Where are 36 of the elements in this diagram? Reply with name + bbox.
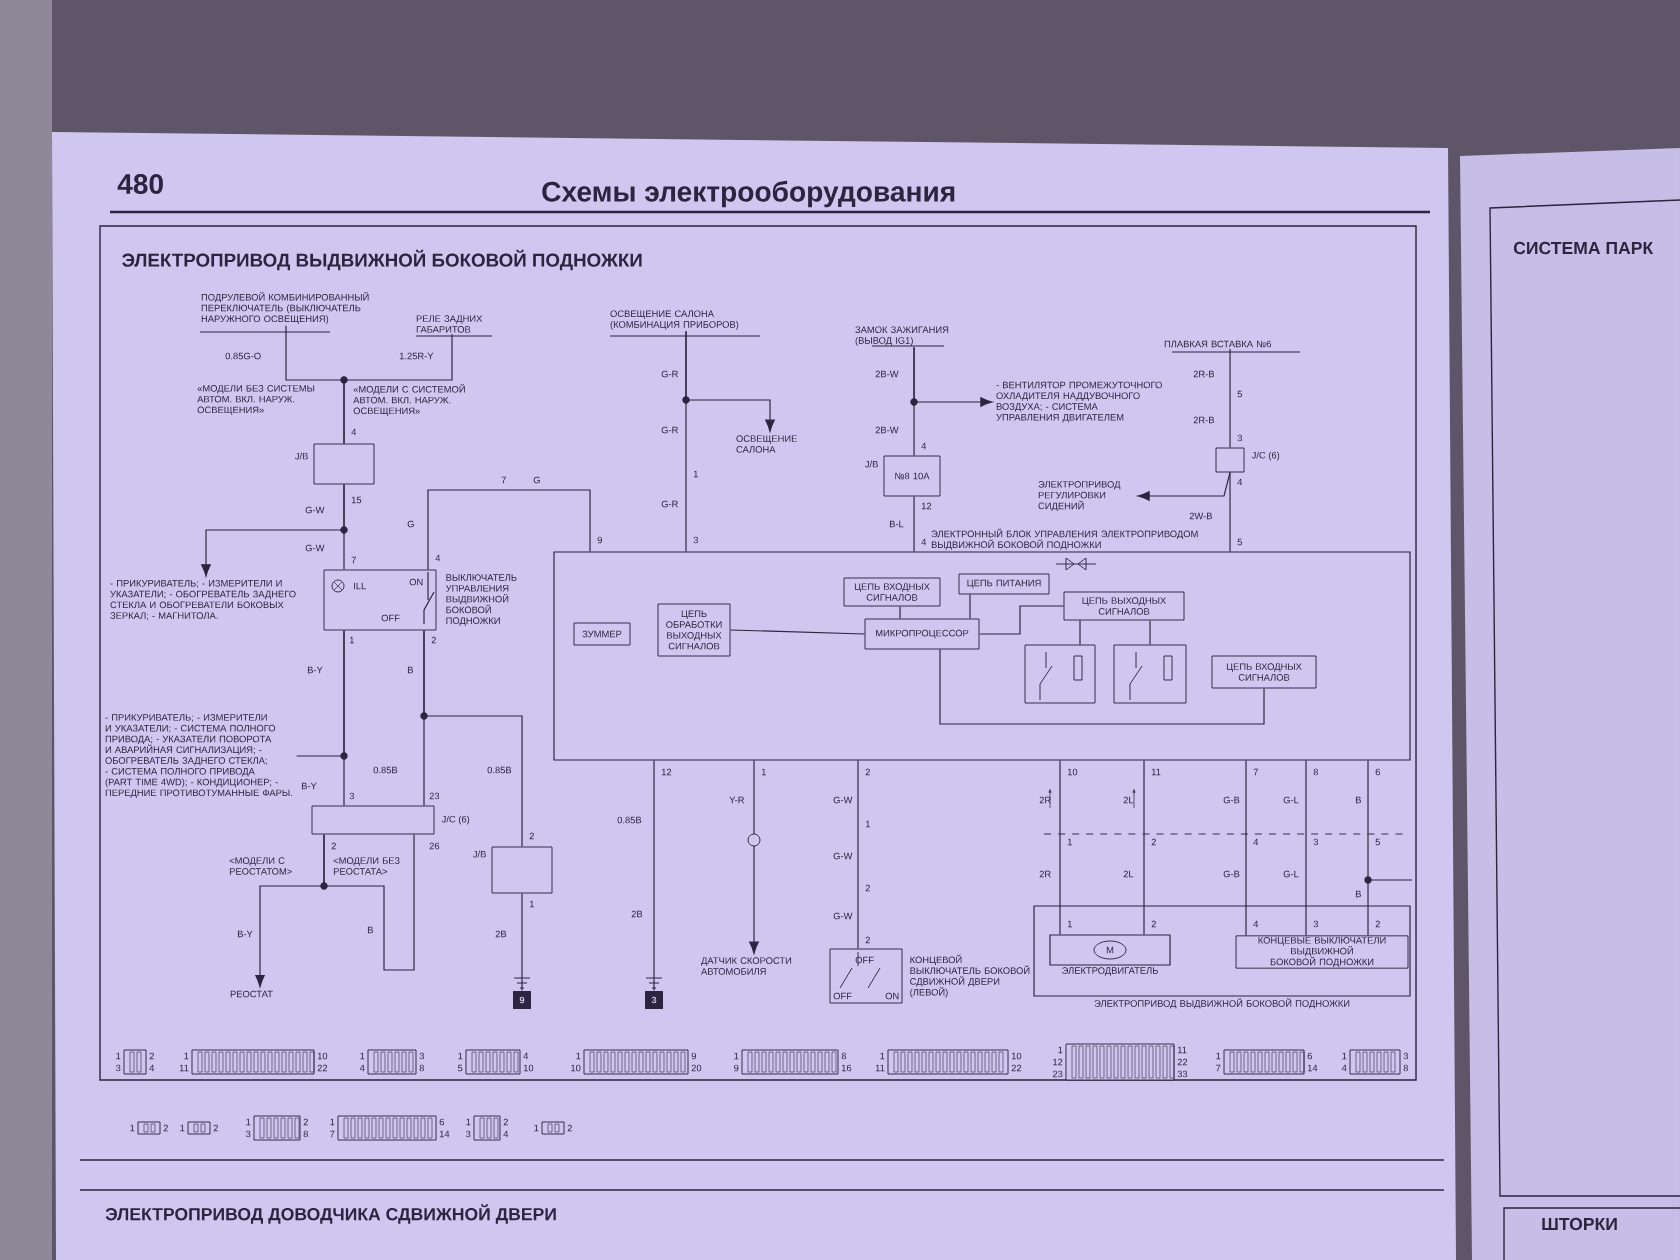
wire (939, 648, 1265, 725)
section-title: СИСТЕМА ПАРК (1513, 241, 1654, 255)
wire (729, 629, 866, 635)
arrow (685, 330, 775, 432)
wire (899, 605, 901, 620)
wire (1079, 619, 1081, 646)
wire (296, 629, 345, 757)
wire (1149, 619, 1151, 646)
section-title: ШТОРКИ (1542, 1217, 1617, 1231)
wire (653, 760, 655, 992)
page-header: Схемы электрооборудования (542, 180, 955, 208)
wire (913, 495, 915, 552)
wire (969, 593, 971, 620)
relay-box (1113, 644, 1187, 704)
wire (1367, 760, 1369, 936)
arrow (749, 760, 759, 954)
wire (1143, 760, 1145, 935)
wire (343, 333, 453, 445)
wire (323, 833, 415, 971)
wire (857, 760, 859, 950)
wire (521, 892, 523, 992)
wire (427, 489, 591, 571)
wire (1059, 760, 1061, 935)
wire (1245, 760, 1247, 936)
wire (1305, 760, 1307, 936)
wire (1229, 348, 1231, 449)
relay-box (1024, 644, 1096, 704)
diagram-title: ЭЛЕКТРОПРИВОД ВЫДВИЖНОЙ БОКОВОЙ ПОДНОЖКИ (122, 249, 642, 271)
arrow (201, 483, 345, 577)
page-number: 480 (117, 174, 163, 194)
arrow (913, 346, 993, 407)
section-title: ЭЛЕКТРОПРИВОД ДОВОДЧИКА СДВИЖНОЙ ДВЕРИ (105, 1204, 556, 1224)
wire (423, 629, 425, 807)
wire (1229, 471, 1231, 552)
wire (978, 605, 1065, 635)
arrow (1137, 471, 1231, 501)
